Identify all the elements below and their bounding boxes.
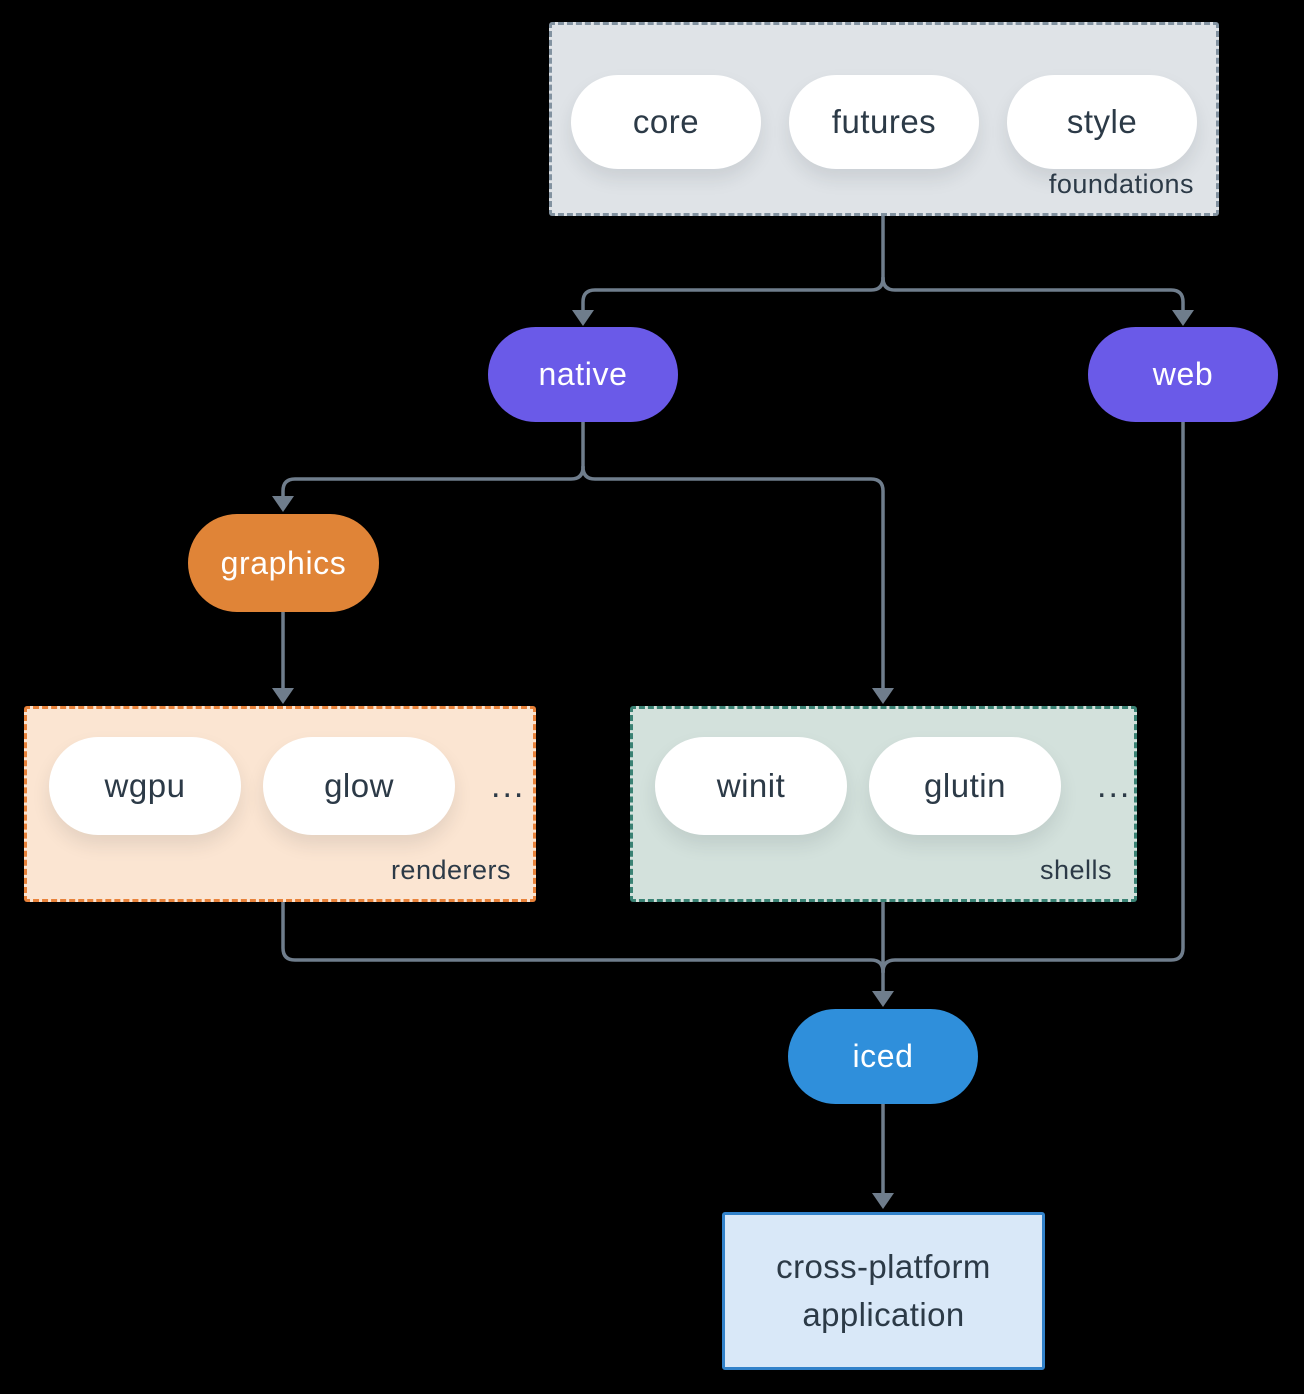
foundations-group: core futures style foundations (549, 22, 1219, 216)
arrowhead-to-web (1172, 310, 1194, 326)
node-style: style (1007, 75, 1197, 169)
edge-native-split-right (581, 465, 885, 691)
node-glutin: glutin (869, 737, 1061, 835)
node-wgpu: wgpu (49, 737, 241, 835)
node-iced: iced (788, 1009, 978, 1104)
edge-merge-left (281, 900, 885, 974)
arrowhead-to-application (872, 1193, 894, 1209)
arrowhead-to-graphics (272, 496, 294, 512)
node-glow: glow (263, 737, 455, 835)
arrowhead-to-shells (872, 688, 894, 704)
edge-foundations-split-left (581, 276, 885, 313)
shells-ellipsis: ... (1097, 766, 1132, 805)
shells-group: winit glutin ... shells (630, 706, 1137, 902)
foundations-pill-row: core futures style (552, 75, 1216, 169)
arrowhead-to-renderers (272, 688, 294, 704)
arrowhead-to-native (572, 310, 594, 326)
shells-label: shells (1039, 855, 1112, 885)
edge-native-split-left (281, 465, 585, 499)
node-native: native (488, 327, 678, 422)
node-futures: futures (789, 75, 979, 169)
node-graphics: graphics (188, 514, 379, 612)
shells-pill-row: winit glutin ... (633, 737, 1134, 835)
foundations-label: foundations (1048, 169, 1194, 199)
renderers-label: renderers (390, 855, 511, 885)
node-cross-platform-application: cross-platform application (722, 1212, 1045, 1370)
node-winit: winit (655, 737, 847, 835)
renderers-group: wgpu glow ... renderers (24, 706, 536, 902)
node-web: web (1088, 327, 1278, 422)
node-core: core (571, 75, 761, 169)
renderers-pill-row: wgpu glow ... (27, 737, 533, 835)
renderers-ellipsis: ... (491, 766, 526, 805)
arrowhead-to-iced (872, 991, 894, 1007)
edge-foundations-split-right (881, 276, 1185, 313)
